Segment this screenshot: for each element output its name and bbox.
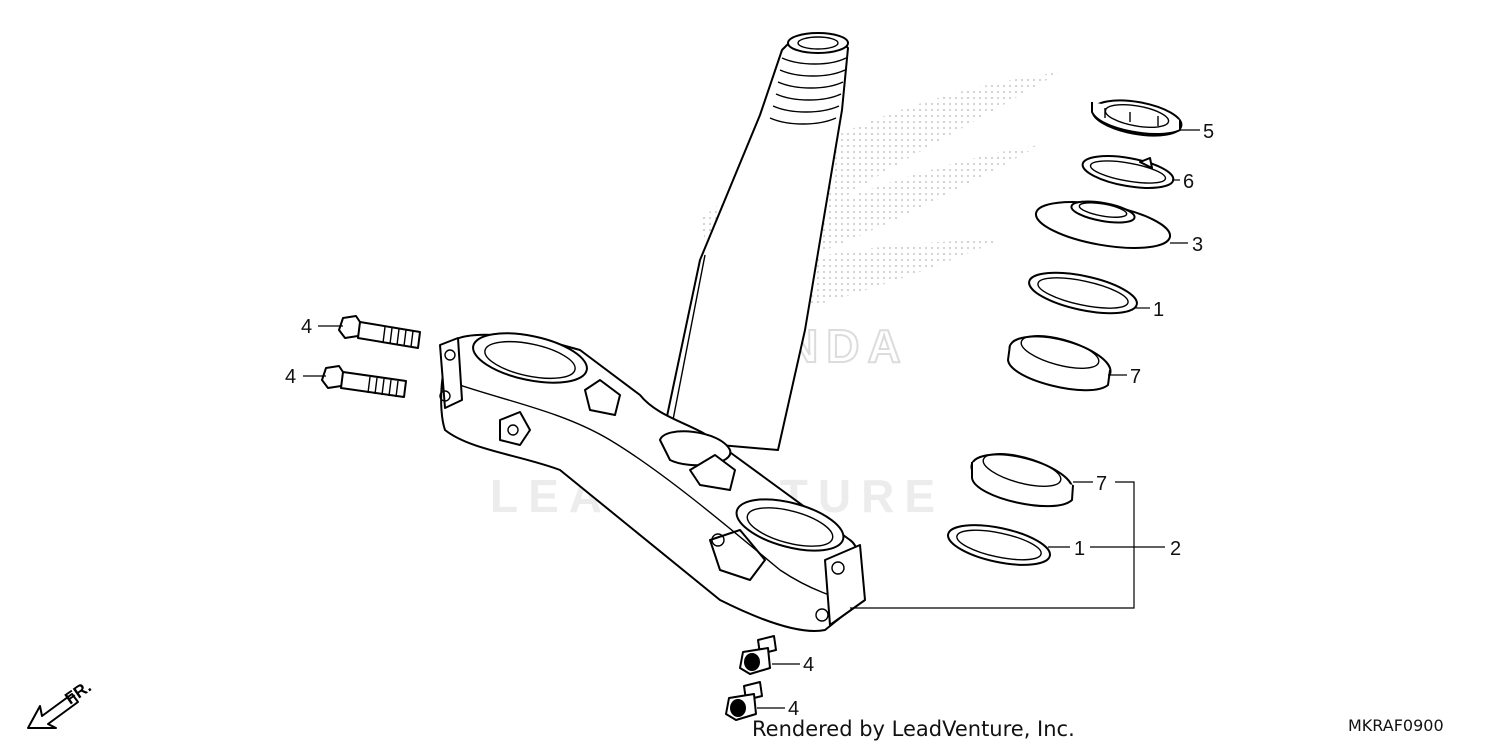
callout-dust-seal-lower: 1 xyxy=(1074,538,1085,560)
bearing-lower xyxy=(970,453,1074,508)
callout-bottom-bolt-upper: 4 xyxy=(803,654,814,676)
front-arrow-icon: FR. xyxy=(27,677,95,729)
bottom-bolt-upper xyxy=(739,635,777,675)
callout-lock-nut: 5 xyxy=(1203,121,1214,143)
steering-stem xyxy=(661,32,849,451)
callout-bearing-lower: 7 xyxy=(1096,473,1107,495)
rendered-by-credit: Rendered by LeadVenture, Inc. xyxy=(752,717,1075,741)
leader-lines xyxy=(303,129,1200,709)
dust-seal-upper xyxy=(1028,271,1138,315)
callout-bearing-upper: 7 xyxy=(1130,366,1141,388)
callout-bolt-upper: 4 xyxy=(301,316,312,338)
adjusting-nut xyxy=(1034,200,1172,249)
bottom-bridge xyxy=(439,332,866,632)
bearing-upper xyxy=(1007,335,1112,392)
callout-stem-assembly: 2 xyxy=(1170,538,1181,560)
pinch-bolt-lower xyxy=(321,365,407,398)
callout-numbers: 4 4 4 4 5 6 3 1 7 7 1 2 xyxy=(285,121,1214,720)
diagram-code: MKRAF0900 xyxy=(1348,716,1444,735)
callout-adjusting-nut: 3 xyxy=(1192,234,1203,256)
bottom-bolt-lower xyxy=(725,681,763,721)
callout-bottom-bolt-lower: 4 xyxy=(788,698,799,720)
lock-nut xyxy=(1091,99,1183,137)
callout-lock-washer: 6 xyxy=(1183,171,1194,193)
callout-dust-seal-upper: 1 xyxy=(1153,299,1164,321)
dust-seal-lower xyxy=(947,524,1051,566)
callout-bolt-lower: 4 xyxy=(285,366,296,388)
pinch-bolt-upper xyxy=(338,315,421,349)
lock-washer xyxy=(1081,155,1175,189)
